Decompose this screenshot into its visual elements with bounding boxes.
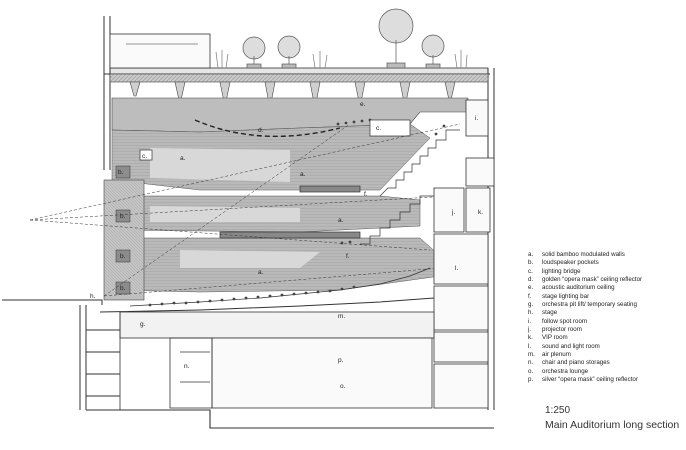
tag-h: h.	[90, 293, 96, 300]
legend-text: sound and light room	[542, 342, 600, 350]
tag-i: i.	[475, 115, 478, 122]
legend-text: projector room	[542, 326, 582, 334]
bamboo-walls	[111, 123, 441, 293]
tag-p: p.	[338, 357, 344, 364]
legend-text: acoustic auditorium ceiling	[542, 284, 615, 292]
tag-j: j.	[451, 209, 455, 216]
tag-m: m.	[338, 313, 345, 320]
legend-item: h. stage	[528, 309, 683, 317]
legend-key: j.	[528, 326, 532, 334]
legend-key: k.	[528, 334, 533, 342]
tag-a: a.	[338, 217, 344, 224]
legend-text: orchestra lounge	[542, 367, 589, 375]
legend-text: silver “opera mask” ceiling reflector	[542, 376, 638, 384]
legend-item: l. sound and light room	[528, 343, 683, 351]
legend-text: orchestra pit lift/ temporary seating	[542, 301, 637, 309]
building-walls	[2, 16, 495, 429]
tag-f: f.	[346, 253, 350, 260]
legend-item: p. silver “opera mask” ceiling reflector	[528, 376, 683, 384]
legend-item: m. air plenum	[528, 351, 683, 359]
legend-item: d. golden “opera mask” ceiling reflector	[528, 276, 683, 284]
legend-key: f.	[528, 292, 532, 300]
legend-text: stage lighting bar	[542, 292, 590, 300]
legend-item: c. lighting bridge	[528, 268, 683, 276]
legend-text: lighting bridge	[542, 267, 581, 275]
legend-text: chair and piano storages	[542, 359, 610, 367]
tag-g: g.	[140, 321, 146, 328]
legend-item: n. chair and piano storages	[528, 359, 683, 367]
tag-c: c.	[142, 153, 147, 160]
tag-c: c.	[376, 125, 381, 132]
tag-k: k.	[478, 209, 483, 216]
ceiling-structure	[109, 73, 489, 104]
stage-volume	[103, 179, 145, 301]
legend-key: i.	[528, 317, 532, 325]
legend-key: h.	[528, 309, 534, 317]
drawing-tags: a. a. a. a. b. b. b. b. c. c. d. e. f. f…	[90, 101, 483, 390]
legend: a. solid bamboo modulated walls b. loudspe…	[528, 251, 683, 385]
tag-o: o.	[340, 383, 346, 390]
legend-item: g. orchestra pit lift/ temporary seating	[528, 301, 683, 309]
tag-e: e.	[360, 101, 366, 108]
lower-level	[86, 311, 435, 410]
loudspeaker-pockets	[115, 165, 131, 295]
legend-key: b.	[528, 259, 534, 267]
tag-b: b.	[120, 213, 126, 220]
legend-key: e.	[528, 284, 534, 292]
lighting-bridges	[139, 119, 411, 239]
legend-item: k. VIP room	[528, 334, 683, 342]
legend-text: VIP room	[542, 334, 568, 342]
legend-text: air plenum	[542, 351, 571, 359]
legend-item: j. projector room	[528, 326, 683, 334]
grass-icon	[215, 50, 468, 69]
tag-a: a.	[300, 171, 306, 178]
legend-item: e. acoustic auditorium ceiling	[528, 284, 683, 292]
auditorium-section-drawing: a. a. a. a. b. b. b. b. c. c. d. e. f. f…	[2, 8, 495, 429]
tag-a: a.	[180, 155, 186, 162]
legend-item: a. solid bamboo modulated walls	[528, 251, 683, 259]
tag-d: d.	[258, 127, 264, 134]
seat-rows	[148, 118, 446, 307]
sight-lines	[29, 123, 461, 297]
legend-key: c.	[528, 267, 533, 275]
legend-text: stage	[542, 309, 558, 317]
tag-f: f.	[364, 191, 368, 198]
tag-b: b.	[120, 253, 126, 260]
right-rooms	[433, 99, 495, 409]
legend-text: solid bamboo modulated walls	[542, 251, 625, 258]
legend-key: l.	[528, 342, 532, 350]
tag-n: n.	[184, 363, 190, 370]
legend-item: i. follow spot room	[528, 318, 683, 326]
tag-b: b.	[120, 285, 126, 292]
tag-a: a.	[258, 269, 264, 276]
legend-key: o.	[528, 367, 534, 375]
tag-l: l.	[455, 265, 458, 272]
drawing-caption: Main Auditorium long section	[545, 419, 680, 431]
tree-icon	[242, 8, 445, 69]
legend-key: d.	[528, 276, 534, 284]
tag-b: b.	[118, 169, 124, 176]
legend-text: golden “opera mask” ceiling reflector	[542, 276, 643, 284]
scale-label: 1:250	[545, 405, 571, 416]
legend-item: f. stage lighting bar	[528, 293, 683, 301]
legend-text: loudspeaker pockets	[542, 259, 599, 267]
legend-text: follow spot room	[542, 317, 588, 325]
legend-key: n.	[528, 359, 534, 367]
legend-key: g.	[528, 301, 534, 309]
legend-key: p.	[528, 376, 534, 384]
acoustic-ceiling	[111, 97, 469, 133]
legend-item: o. orchestra lounge	[528, 368, 683, 376]
legend-key: a.	[528, 251, 534, 258]
golden-reflector	[194, 119, 341, 137]
legend-key: m.	[528, 351, 535, 359]
legend-item: b. loudspeaker pockets	[528, 259, 683, 267]
